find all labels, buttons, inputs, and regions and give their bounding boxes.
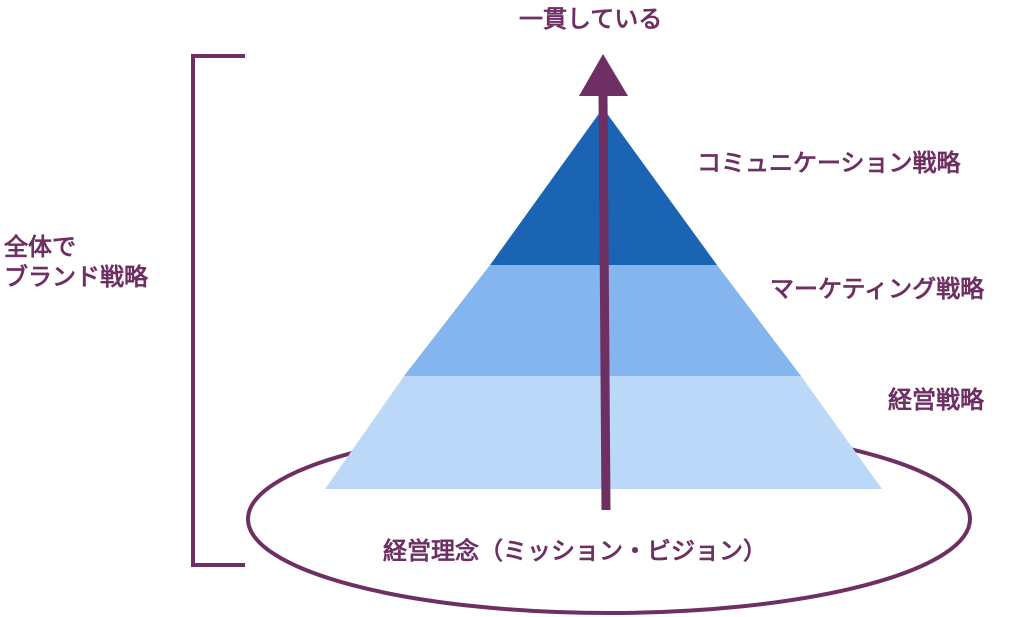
layer-label-communication: コミュニケーション戦略 (697, 149, 961, 177)
arrow-shaft (598, 93, 611, 511)
bracket-label: 全体で ブランド戦略 (4, 232, 148, 292)
diagram-title: 一貫している (519, 5, 663, 33)
bracket-label-line2: ブランド戦略 (4, 263, 148, 291)
arrow-head-icon (579, 54, 628, 96)
layer-label-management: 経営戦略 (888, 386, 984, 414)
foundation-label: 経営理念（ミッション・ビジョン） (383, 537, 767, 565)
layer-label-marketing: マーケティング戦略 (770, 275, 985, 303)
bracket-label-line1: 全体で (4, 233, 76, 261)
bracket (191, 54, 245, 567)
